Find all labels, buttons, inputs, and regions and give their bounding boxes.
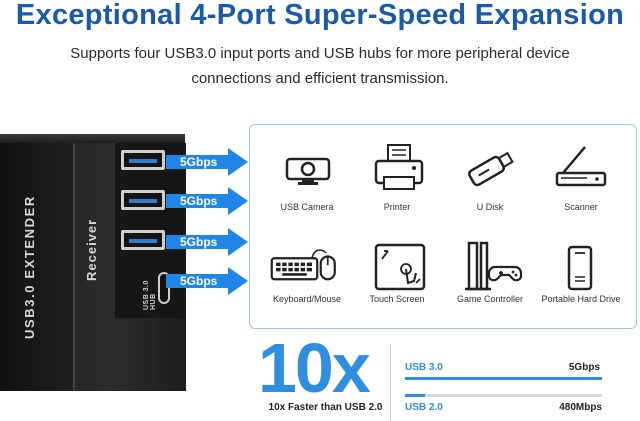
game-controller-icon — [465, 241, 523, 291]
usb-port-2 — [121, 190, 165, 210]
usb3-bar-fill — [405, 377, 602, 380]
peripheral-label: Game Controller — [456, 294, 524, 304]
peripheral-label: USB Camera — [280, 202, 334, 212]
device-receiver-text: Receiver — [84, 218, 99, 281]
speed-arrow-icon — [166, 228, 248, 256]
peripheral-label: Scanner — [564, 202, 598, 212]
usb3-bar-label: USB 3.0 — [405, 362, 443, 373]
hard-drive-icon — [567, 245, 593, 291]
speed-arrow-icon — [166, 187, 248, 215]
port-speed-label: 5Gbps — [180, 155, 218, 169]
usb2-bar-fill — [405, 394, 425, 397]
usb-drive-icon — [468, 151, 514, 187]
usb-port-1 — [121, 150, 165, 170]
port-speed-label: 5Gbps — [180, 274, 218, 288]
speed-multiplier-headline: 10x — [258, 329, 371, 407]
peripheral-label: Printer — [383, 202, 411, 212]
printer-icon — [374, 144, 424, 190]
peripheral-label: Portable Hard Drive — [541, 294, 621, 304]
page-title: Exceptional 4-Port Super-Speed Expansion — [15, 0, 625, 31]
peripheral-label: Touch Screen — [369, 294, 425, 304]
device-top-edge — [0, 134, 185, 144]
divider — [390, 344, 391, 421]
keyboard-mouse-icon — [270, 249, 336, 281]
speed-arrow-icon — [166, 267, 248, 295]
usb-port-3 — [121, 230, 165, 250]
usb3-bar-track — [405, 377, 602, 380]
webcam-icon — [285, 157, 331, 185]
usb2-bar-track — [405, 394, 602, 397]
peripheral-label: Keyboard/Mouse — [272, 294, 342, 304]
usb-hub-label: USB 3.0 HUB — [143, 280, 157, 310]
port-speed-label: 5Gbps — [180, 235, 218, 249]
device-side-face — [0, 143, 75, 391]
usb3-bar-value: 5Gbps — [568, 362, 600, 373]
usb2-bar-label: USB 2.0 — [405, 402, 443, 413]
usb2-bar-value: 480Mbps — [559, 402, 602, 413]
speed-caption: 10x Faster than USB 2.0 — [268, 402, 383, 413]
touch-screen-icon — [374, 243, 426, 291]
port-speed-label: 5Gbps — [180, 194, 218, 208]
device-brand-text: USB3.0 EXTENDER — [22, 195, 37, 340]
speed-arrow-icon — [166, 148, 248, 176]
peripheral-label: U Disk — [476, 202, 504, 212]
scanner-icon — [555, 146, 607, 187]
page-subtitle: Supports four USB3.0 input ports and USB… — [70, 45, 570, 87]
